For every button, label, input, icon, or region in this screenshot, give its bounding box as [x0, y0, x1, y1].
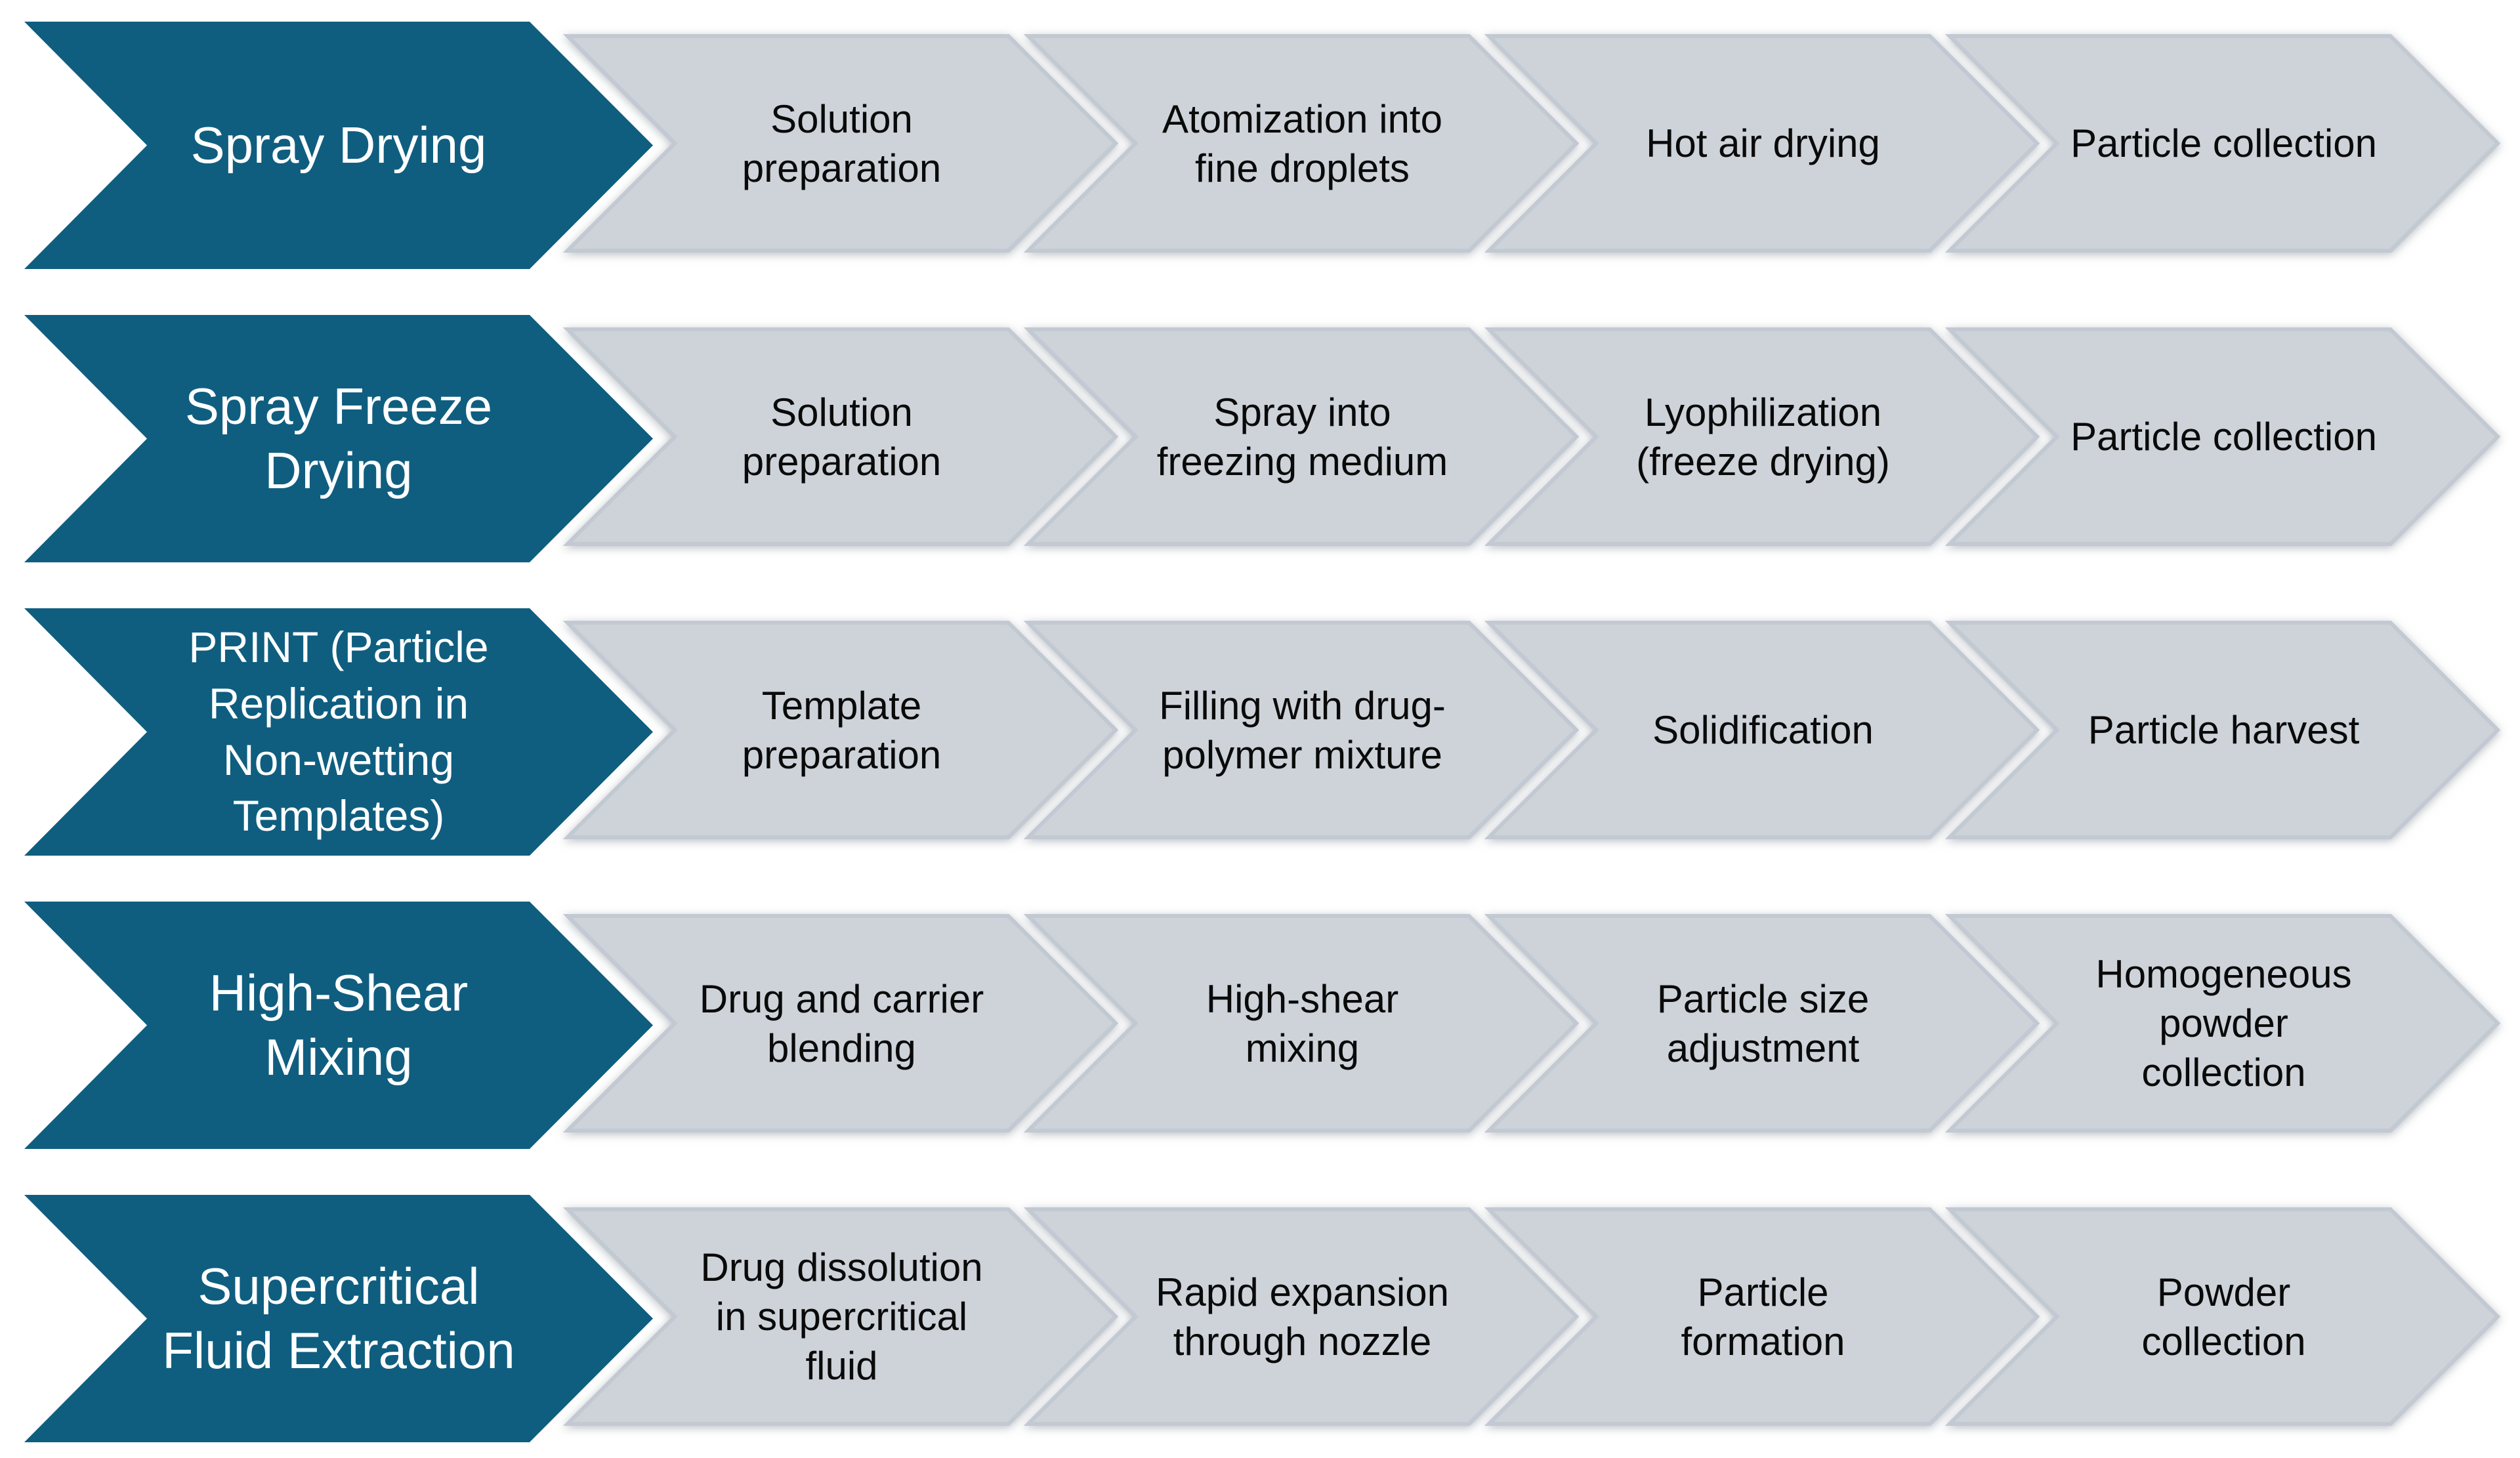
step-chevron-polygon: [562, 34, 1119, 253]
step-chevron-polygon: [1484, 327, 2040, 546]
step-label: Particle harvest: [2088, 708, 2360, 752]
step-label: High-shear mixing: [1206, 976, 1399, 1070]
step-label: Solidification: [1652, 708, 1874, 752]
step-chevron-icon: [1944, 327, 2501, 546]
step-chevron-icon: [562, 914, 1119, 1133]
method-chevron-icon: [24, 1195, 653, 1442]
method-chevron-icon: [24, 608, 653, 856]
step-chevron-icon: [1023, 621, 1580, 839]
method-chevron-icon: [24, 315, 653, 562]
step-label: Lyophilization (freeze drying): [1636, 390, 1890, 484]
step-chevron-icon: [1944, 34, 2501, 253]
method-label: Supercritical Fluid Extraction: [162, 1257, 515, 1379]
step-chevron-icon: [1023, 914, 1580, 1133]
step-chevron-icon: [1484, 621, 2040, 839]
step-label: Filling with drug- polymer mixture: [1159, 683, 1446, 777]
step-chevron-polygon: [1023, 621, 1580, 839]
method-label: PRINT (Particle Replication in Non-wetti…: [188, 622, 489, 841]
step-chevron-polygon: [1484, 1207, 2040, 1426]
step-chevron-icon: [1944, 1207, 2501, 1426]
method-chevron-icon: [24, 22, 653, 269]
step-label: Particle collection: [2070, 415, 2377, 459]
step-chevron-polygon: [1484, 621, 2040, 839]
process-row-spray-freeze-drying: Spray Freeze Drying Solution preparation…: [0, 315, 2520, 562]
method-chevron-polygon: [24, 902, 653, 1149]
step-chevron-icon: [1484, 1207, 2040, 1426]
method-chevron-polygon: [24, 315, 653, 562]
step-chevron-polygon: [1944, 914, 2501, 1133]
step-label: Spray into freezing medium: [1156, 390, 1448, 484]
step-chevron-icon: [562, 327, 1119, 546]
step-label: Particle size adjustment: [1656, 976, 1870, 1070]
method-chevron-icon: [24, 902, 653, 1149]
step-chevron-polygon: [1944, 34, 2501, 253]
step-chevron-icon: [1484, 914, 2040, 1133]
step-chevron-icon: [1484, 34, 2040, 253]
step-chevron-icon: [1023, 327, 1580, 546]
step-chevron-icon: [562, 34, 1119, 253]
process-row-spray-drying: Spray Drying Solution preparation Atomiz…: [0, 22, 2520, 269]
step-chevron-polygon: [1484, 914, 2040, 1133]
step-chevron-polygon: [1944, 621, 2501, 839]
step-chevron-polygon: [1023, 914, 1580, 1133]
step-chevron-icon: [562, 621, 1119, 839]
step-chevron-polygon: [562, 914, 1119, 1133]
step-chevron-polygon: [562, 621, 1119, 839]
step-chevron-icon: [1023, 34, 1580, 253]
method-label: High-Shear Mixing: [209, 964, 469, 1086]
step-chevron-icon: [1484, 327, 2040, 546]
method-label: Spray Drying: [190, 115, 487, 174]
step-chevron-polygon: [562, 327, 1119, 546]
step-chevron-polygon: [1944, 1207, 2501, 1426]
method-chevron-polygon: [24, 608, 653, 856]
step-label: Template preparation: [742, 683, 942, 777]
step-label: Drug and carrier blending: [699, 976, 984, 1070]
method-label: Spray Freeze Drying: [184, 377, 493, 499]
step-chevron-polygon: [1023, 1207, 1580, 1426]
step-label: Particle formation: [1681, 1270, 1845, 1364]
step-chevron-polygon: [1023, 327, 1580, 546]
step-label: Rapid expansion through nozzle: [1156, 1270, 1449, 1364]
process-row-supercritical-fluid-extraction: Supercritical Fluid Extraction Drug diss…: [0, 1195, 2520, 1442]
process-row-high-shear-mixing: High-Shear Mixing Drug and carrier blend…: [0, 902, 2520, 1149]
step-label: Solution preparation: [742, 96, 942, 190]
step-chevron-polygon: [1023, 34, 1580, 253]
step-label: Hot air drying: [1646, 121, 1880, 165]
step-chevron-icon: [1944, 914, 2501, 1133]
step-label: Powder collection: [2141, 1270, 2306, 1364]
step-chevron-icon: [1944, 621, 2501, 839]
method-chevron-polygon: [24, 22, 653, 269]
step-label: Drug dissolution in supercritical fluid: [700, 1245, 983, 1388]
method-chevron-polygon: [24, 1195, 653, 1442]
process-row-print: PRINT (Particle Replication in Non-wetti…: [0, 608, 2520, 856]
step-label: Particle collection: [2070, 121, 2377, 165]
step-chevron-polygon: [562, 1207, 1119, 1426]
step-chevron-polygon: [1484, 34, 2040, 253]
step-chevron-polygon: [1944, 327, 2501, 546]
step-chevron-icon: [1023, 1207, 1580, 1426]
step-label: Homogeneous powder collection: [2095, 952, 2352, 1094]
step-chevron-icon: [562, 1207, 1119, 1426]
step-label: Solution preparation: [742, 390, 942, 484]
step-label: Atomization into fine droplets: [1162, 96, 1442, 190]
